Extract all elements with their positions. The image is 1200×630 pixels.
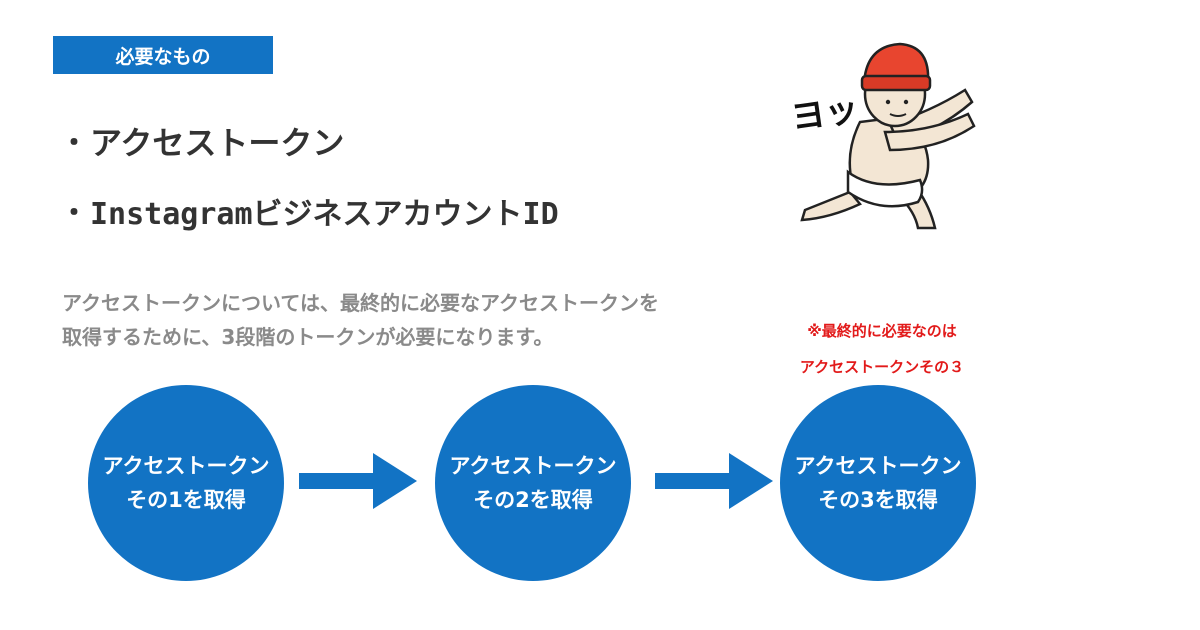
- arrow-right-icon: [299, 451, 417, 511]
- description-line: アクセストークンについては、最終的に必要なアクセストークンを: [62, 286, 792, 320]
- description: アクセストークンについては、最終的に必要なアクセストークンを 取得するために、3…: [62, 286, 792, 354]
- note-line: ※最終的に必要なのは: [782, 320, 982, 341]
- step-subtitle: その3を取得: [818, 483, 938, 517]
- step-circle-1: アクセストークン その1を取得: [88, 385, 284, 581]
- mascot-illustration: ヨッ: [790, 32, 990, 232]
- note-line: アクセストークンその３: [782, 356, 982, 377]
- shout-text: ヨッ: [790, 89, 861, 138]
- requirement-label: アクセストークン: [90, 118, 344, 164]
- section-tag: 必要なもの: [53, 36, 273, 74]
- step-circle-2: アクセストークン その2を取得: [435, 385, 631, 581]
- requirements-list: ・ アクセストークン ・ InstagramビジネスアカウントID: [60, 118, 559, 258]
- requirement-item-access-token: ・ アクセストークン: [60, 118, 559, 164]
- bullet: ・: [60, 121, 90, 161]
- step-title: アクセストークン: [103, 449, 270, 483]
- arrow-right-icon: [655, 451, 773, 511]
- bullet: ・: [60, 191, 90, 231]
- requirement-item-business-account-id: ・ InstagramビジネスアカウントID: [60, 188, 559, 234]
- step-subtitle: その1を取得: [126, 483, 246, 517]
- step-circle-3: アクセストークン その3を取得: [780, 385, 976, 581]
- requirement-label: InstagramビジネスアカウントID: [90, 189, 559, 233]
- step-subtitle: その2を取得: [473, 483, 593, 517]
- step-title: アクセストークン: [450, 449, 617, 483]
- step-title: アクセストークン: [795, 449, 962, 483]
- description-line: 取得するために、3段階のトークンが必要になります。: [62, 320, 792, 354]
